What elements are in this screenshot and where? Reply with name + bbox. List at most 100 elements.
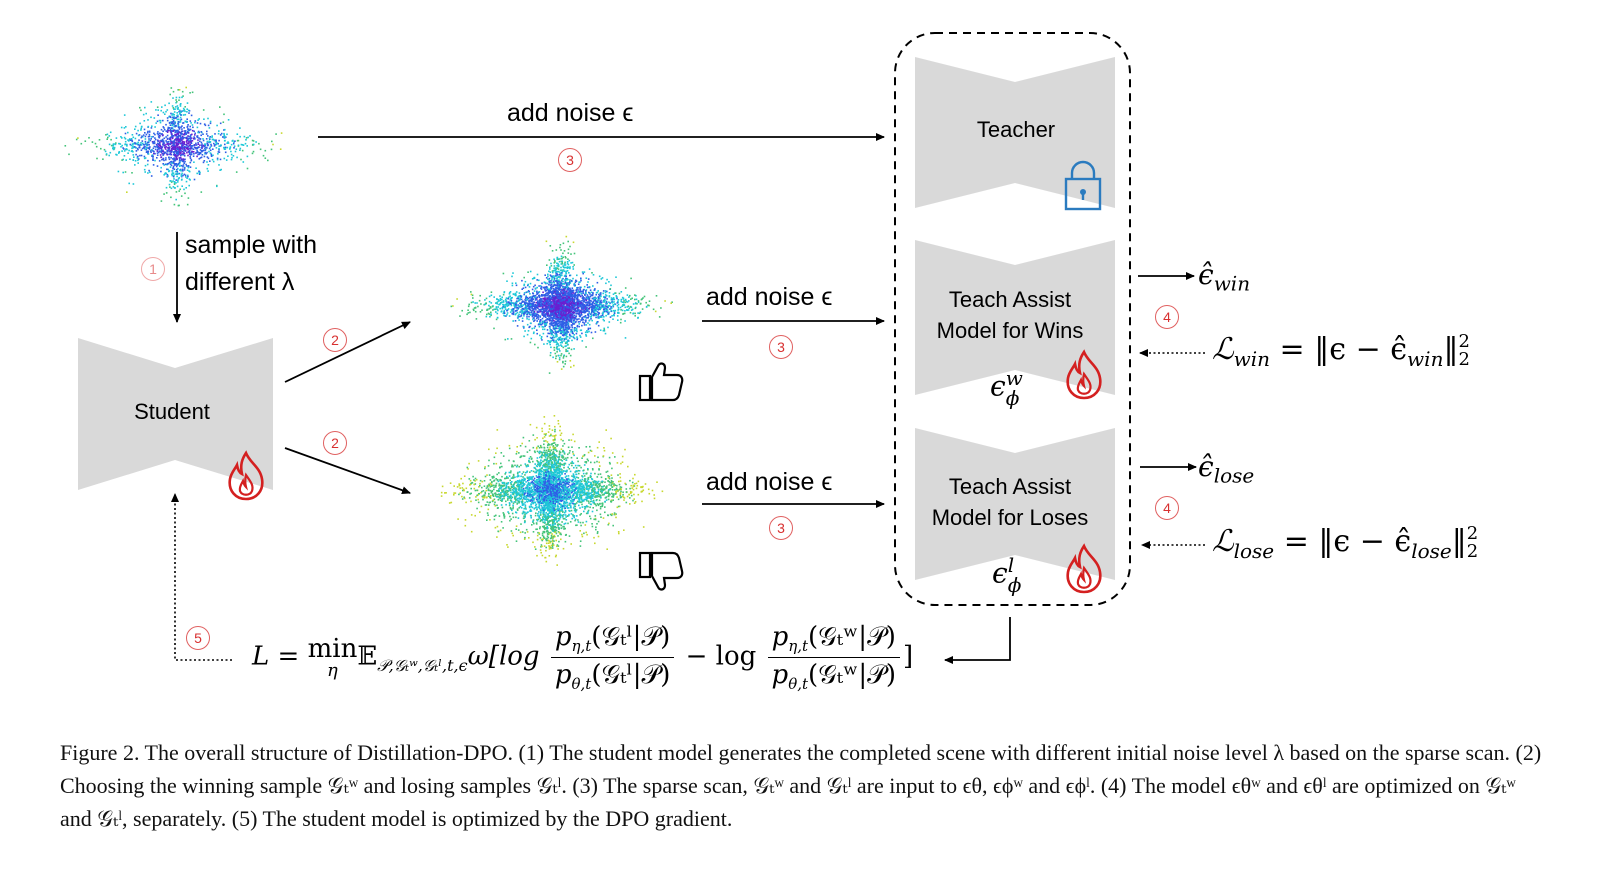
point	[542, 308, 545, 311]
point	[146, 163, 149, 166]
point	[554, 312, 557, 314]
point	[556, 264, 558, 267]
point	[548, 295, 551, 297]
point	[550, 281, 553, 284]
point	[571, 291, 574, 294]
point	[224, 128, 226, 131]
point	[519, 315, 521, 318]
point	[516, 492, 518, 495]
point	[536, 296, 539, 298]
point	[558, 357, 561, 359]
point	[535, 308, 537, 311]
point	[620, 309, 622, 311]
point	[563, 500, 565, 503]
point	[557, 287, 560, 289]
point	[551, 278, 553, 281]
point	[130, 138, 133, 140]
point	[153, 150, 155, 153]
point	[611, 298, 614, 300]
point	[576, 330, 578, 333]
point	[183, 143, 185, 145]
point	[189, 141, 192, 143]
point	[168, 153, 170, 156]
point	[567, 312, 570, 314]
point	[526, 312, 528, 314]
point	[171, 147, 174, 150]
point	[546, 314, 549, 316]
point	[514, 301, 517, 304]
point	[174, 134, 176, 137]
point	[540, 319, 542, 321]
point	[604, 305, 607, 307]
point	[545, 324, 548, 326]
point	[176, 138, 178, 140]
point	[177, 108, 179, 110]
point	[568, 307, 570, 309]
point	[543, 307, 546, 310]
point	[578, 325, 580, 328]
point	[639, 311, 642, 314]
point	[544, 286, 547, 288]
point	[177, 89, 179, 91]
point	[574, 505, 577, 508]
point	[471, 294, 474, 297]
point	[178, 172, 181, 175]
point	[181, 172, 183, 175]
point	[567, 266, 569, 268]
point	[536, 457, 539, 459]
point	[551, 338, 554, 340]
point	[160, 156, 162, 159]
point	[524, 286, 527, 289]
point	[581, 271, 584, 273]
point	[550, 302, 552, 305]
point	[555, 294, 558, 297]
point	[229, 148, 231, 150]
point	[488, 304, 490, 307]
point	[589, 295, 592, 298]
point	[194, 120, 197, 122]
point	[567, 347, 569, 350]
point	[607, 326, 609, 329]
point	[592, 305, 595, 307]
point	[548, 280, 550, 283]
point	[485, 315, 488, 318]
point	[208, 150, 210, 153]
point	[213, 142, 215, 145]
point	[496, 308, 499, 311]
point	[526, 305, 529, 308]
point	[148, 138, 150, 140]
point	[632, 303, 635, 305]
point	[550, 312, 553, 314]
point	[144, 157, 147, 159]
point	[558, 320, 561, 323]
point	[576, 306, 579, 308]
point	[525, 305, 527, 307]
point	[554, 275, 556, 277]
point	[205, 152, 207, 155]
point	[125, 159, 127, 161]
point	[531, 313, 534, 315]
point	[559, 294, 561, 297]
point	[512, 312, 515, 314]
point	[134, 125, 137, 128]
point	[202, 139, 205, 142]
point	[182, 95, 184, 97]
point	[564, 280, 567, 282]
point	[580, 319, 582, 321]
point	[183, 155, 186, 157]
point	[190, 134, 192, 137]
point	[185, 147, 188, 150]
point	[539, 320, 541, 323]
point	[207, 117, 209, 120]
point	[476, 302, 478, 304]
point	[635, 487, 638, 490]
point	[188, 142, 190, 144]
point	[641, 308, 644, 310]
point	[169, 129, 171, 132]
point	[146, 147, 148, 149]
point	[160, 150, 162, 153]
point	[245, 137, 248, 139]
point	[591, 297, 594, 300]
point	[128, 182, 130, 185]
point	[622, 304, 624, 307]
